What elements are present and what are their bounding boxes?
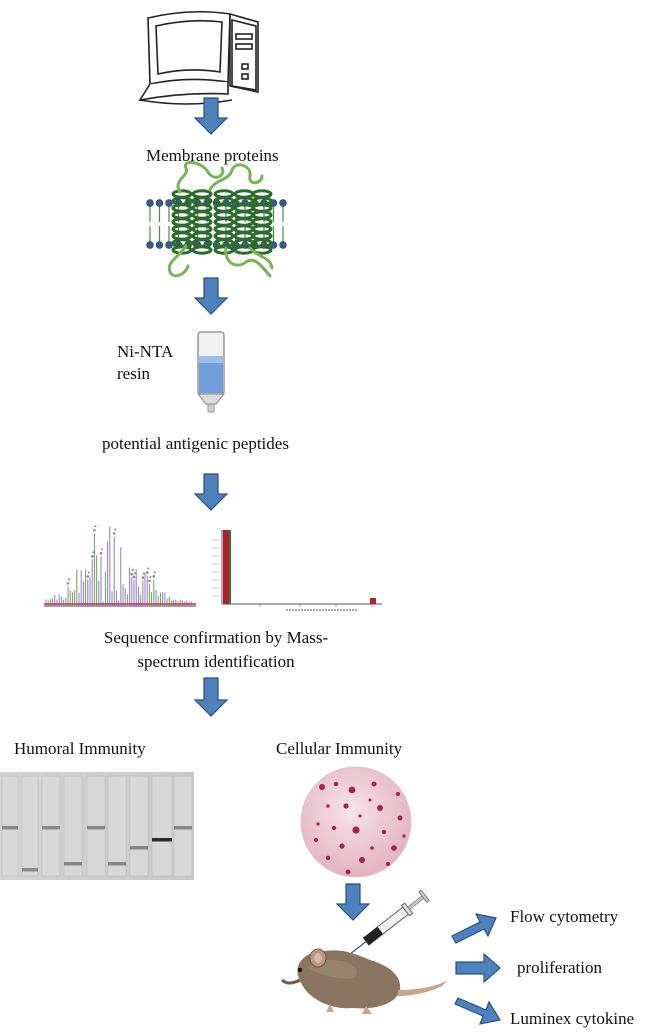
flow-cytometry-label: Flow cytometry [510, 907, 619, 926]
cellular-immunity-label: Cellular Immunity [276, 739, 403, 758]
arrow-to-luminex-icon [454, 997, 501, 1025]
mouse-icon [280, 948, 448, 1014]
ni-nta-label: Ni-NTA [117, 342, 174, 361]
membrane-proteins-label: Membrane proteins [146, 146, 279, 165]
down-arrow-icon [193, 677, 229, 717]
luminex-cytokine-label: Luminex cytokine [510, 1009, 635, 1028]
syringe-icon [348, 889, 430, 956]
antigenic-peptides-label: potential antigenic peptides [102, 434, 289, 453]
gel-blot-icon [0, 772, 194, 880]
mass-spectrum-icon [44, 525, 196, 607]
proliferation-label: proliferation [517, 958, 602, 977]
humoral-immunity-label: Humoral Immunity [14, 739, 146, 758]
arrow-to-proliferation-icon [455, 952, 501, 984]
column-icon [196, 331, 226, 413]
computer-icon [138, 10, 259, 105]
score-histogram-icon [212, 530, 382, 611]
arrow-to-flow-icon [451, 913, 497, 944]
sequence-confirmation-label: Sequence confirmation by Mass-spectrum i… [103, 628, 329, 671]
down-arrow-icon [335, 883, 371, 921]
down-arrow-icon [193, 277, 229, 315]
resin-label: resin [117, 364, 151, 383]
down-arrow-icon [193, 473, 229, 511]
elispot-well-icon [300, 766, 412, 878]
membrane-protein-icon [146, 161, 287, 278]
down-arrow-icon [193, 97, 229, 135]
